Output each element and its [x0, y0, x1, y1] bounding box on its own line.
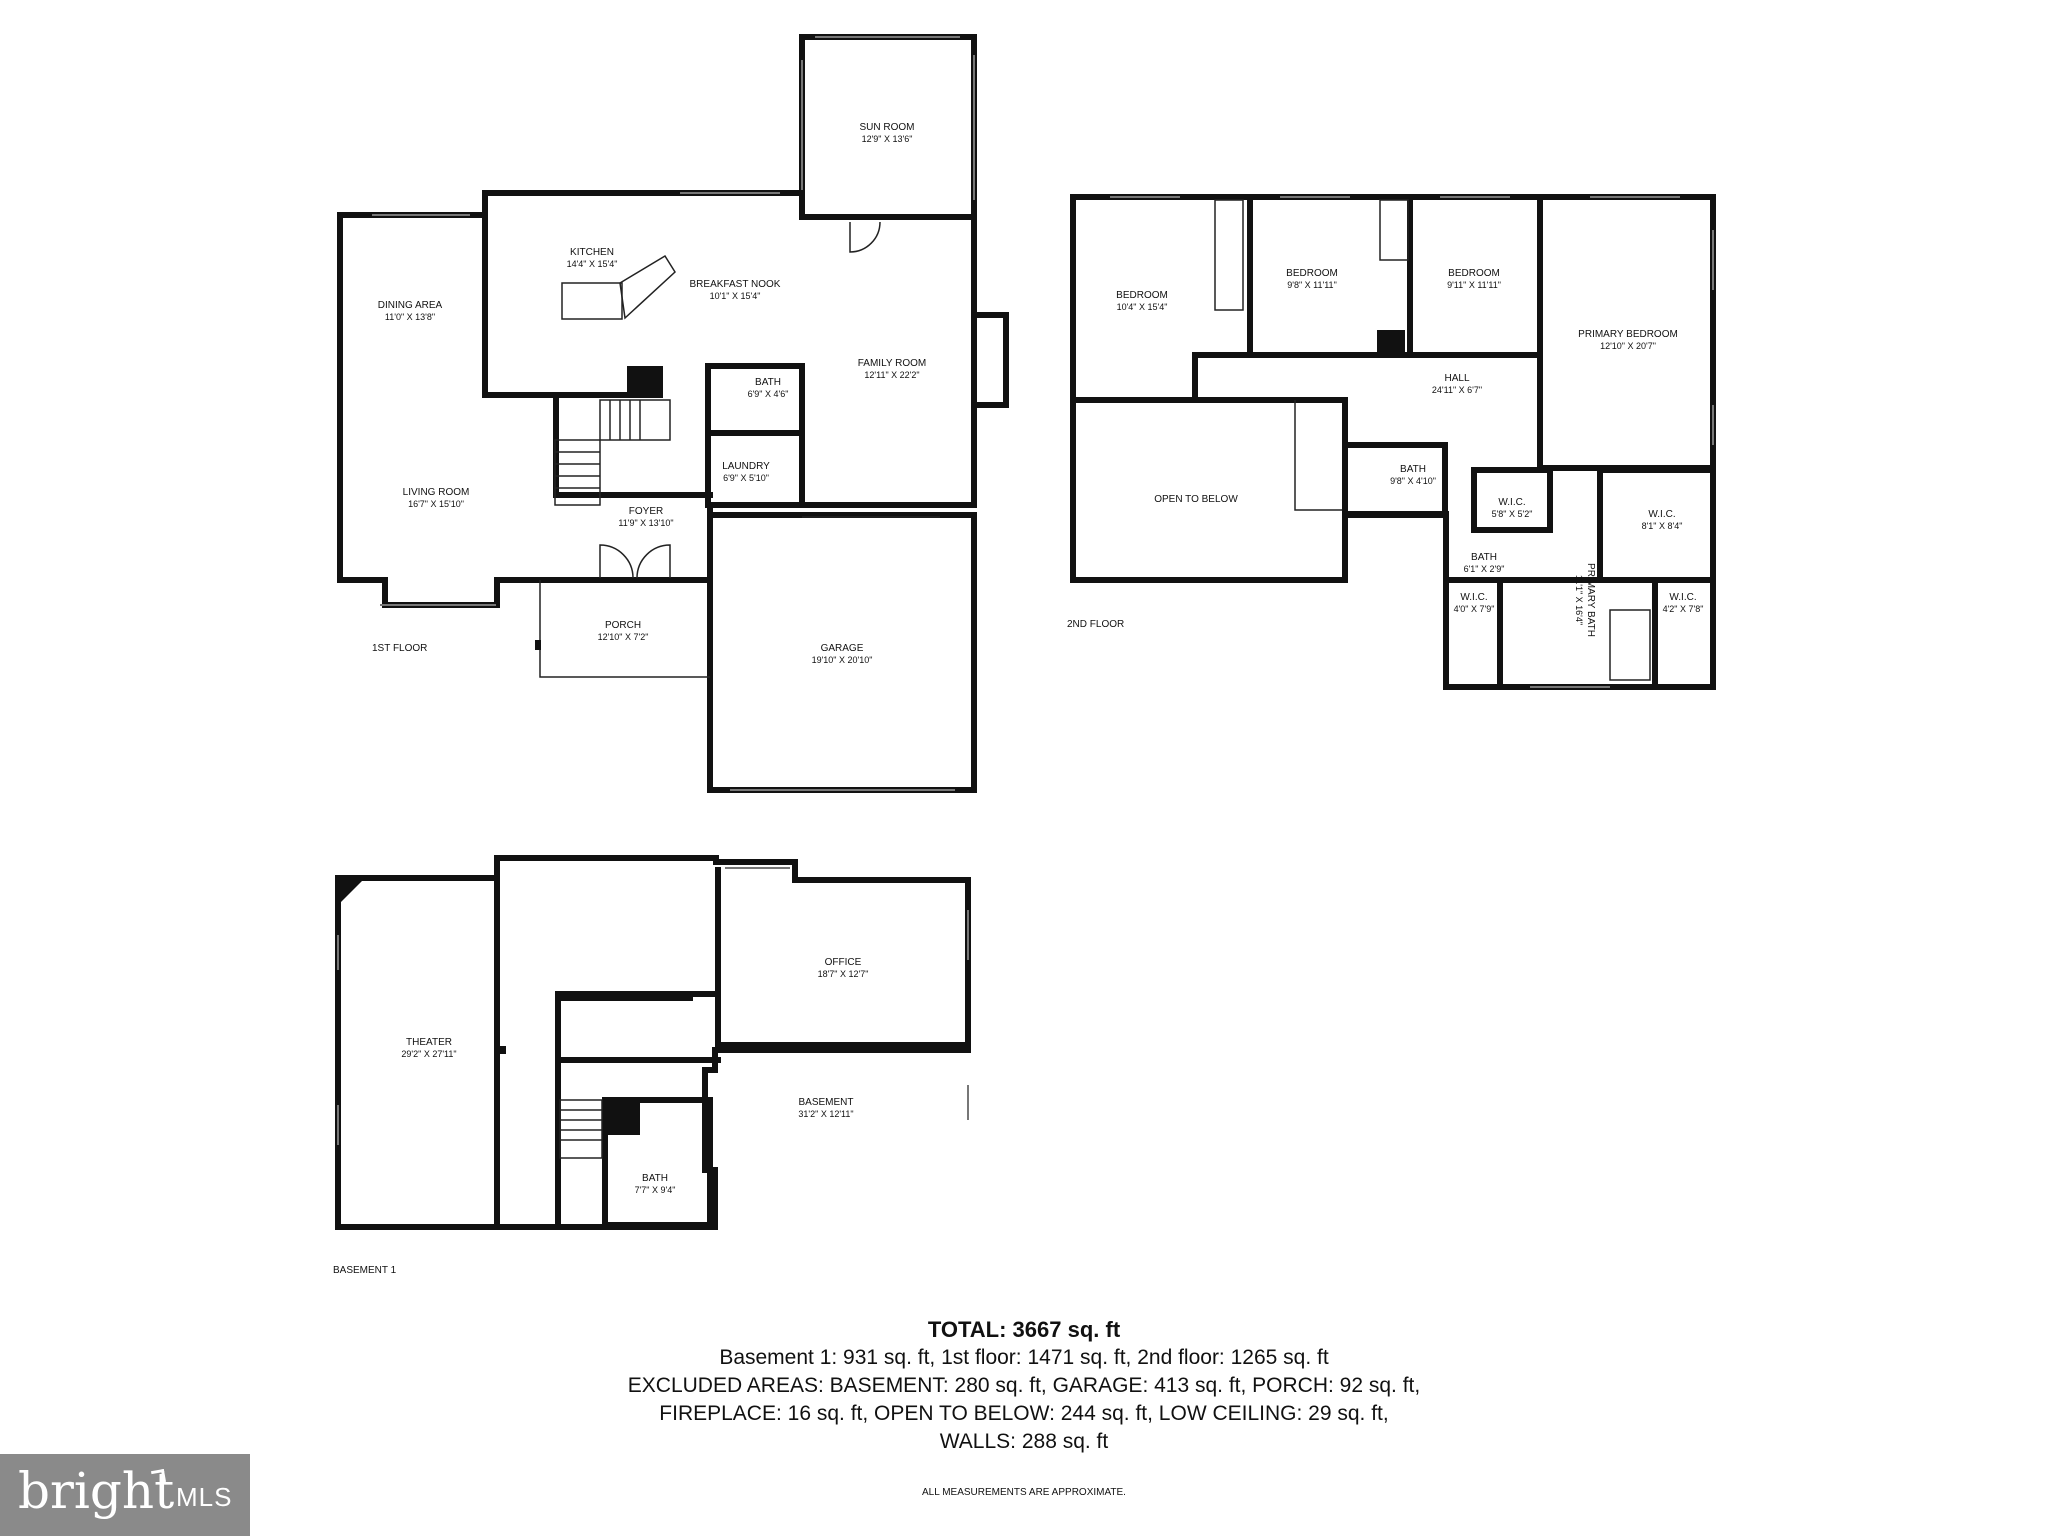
room-dims: 5'8" X 5'2": [1492, 509, 1533, 519]
floor-label-basement: BASEMENT 1: [333, 1265, 397, 1276]
logo-suffix: MLS: [176, 1482, 233, 1512]
room-name: BEDROOM: [1116, 290, 1168, 301]
room-name: BEDROOM: [1286, 268, 1338, 279]
room-dims: 6'9" X 5'10": [723, 473, 769, 483]
room-dims: 12'10" X 20'7": [1600, 341, 1656, 351]
room-dims: 11'9" X 13'10": [618, 518, 673, 528]
room-dims: 11'1" X 16'4": [1574, 575, 1584, 625]
room-name: W.I.C.: [1648, 509, 1675, 520]
room-name: THEATER: [406, 1037, 452, 1048]
room-name: W.I.C.: [1669, 592, 1696, 603]
room-name: BATH: [755, 377, 781, 388]
excluded-areas-1: EXCLUDED AREAS: BASEMENT: 280 sq. ft, GA…: [627, 1374, 1421, 1397]
room-name: PRIMARY BATH: [1585, 563, 1596, 637]
room-dims: 9'8" X 4'10": [1390, 476, 1436, 486]
room-name: BATH: [642, 1173, 668, 1184]
room-dims: 12'10" X 7'2": [598, 632, 649, 642]
room-dims: 4'2" X 7'8": [1663, 604, 1704, 614]
area-summary: TOTAL: 3667 sq. ft Basement 1: 931 sq. f…: [524, 1316, 1524, 1456]
room-dims: 11'0" X 13'8": [385, 312, 435, 322]
excluded-areas-3: WALLS: 288 sq. ft: [939, 1430, 1109, 1453]
room-name: DINING AREA: [378, 300, 443, 311]
first-floor-outline: [337, 190, 977, 608]
room-name: W.I.C.: [1460, 592, 1487, 603]
floor-label-first: 1ST FLOOR: [372, 643, 427, 654]
room-name: BEDROOM: [1448, 268, 1500, 279]
room-dims: 18'7" X 12'7": [818, 969, 869, 979]
measurement-disclaimer: ALL MEASUREMENTS ARE APPROXIMATE.: [922, 1487, 1126, 1498]
room-dims: 16'7" X 15'10": [408, 499, 464, 509]
first-floor-plan: [337, 34, 1009, 793]
room-labels: SUN ROOM 12'9" X 13'6" KITCHEN 14'4" X 1…: [333, 122, 1703, 1276]
room-dims: 12'11" X 22'2": [864, 370, 919, 380]
room-dims: 9'11" X 11'11": [1447, 280, 1501, 290]
room-dims: 6'1" X 2'9": [1464, 564, 1505, 574]
room-name: PRIMARY BEDROOM: [1578, 329, 1678, 340]
room-dims: 10'1" X 15'4": [710, 291, 761, 301]
room-name: OPEN TO BELOW: [1154, 494, 1238, 505]
room-name: BATH: [1400, 464, 1426, 475]
room-name: KITCHEN: [570, 247, 614, 258]
room-name: OFFICE: [825, 957, 862, 968]
room-name: SUN ROOM: [860, 122, 915, 133]
room-dims: 24'11" X 6'7": [1432, 385, 1482, 395]
room-name: W.I.C.: [1498, 497, 1525, 508]
room-name: FOYER: [629, 506, 663, 517]
excluded-areas-2: FIREPLACE: 16 sq. ft, OPEN TO BELOW: 244…: [659, 1402, 1389, 1425]
total-area: TOTAL: 3667 sq. ft: [927, 1317, 1121, 1342]
room-dims: 12'9" X 13'6": [862, 134, 913, 144]
fireplace: [971, 312, 1009, 408]
bright-mls-logo: bright MLS: [0, 1454, 250, 1536]
second-floor-plan: [1070, 194, 1716, 690]
room-name: LAUNDRY: [722, 461, 770, 472]
logo-wordmark: bright: [18, 1462, 175, 1520]
room-dims: 14'4" X 15'4": [567, 259, 618, 269]
room-dims: 7'7" X 9'4": [635, 1185, 676, 1195]
room-name: BASEMENT: [798, 1097, 853, 1108]
room-dims: 31'2" X 12'11": [798, 1109, 853, 1119]
room-name: GARAGE: [821, 643, 864, 654]
room-dims: 9'8" X 11'11": [1287, 280, 1337, 290]
room-name: HALL: [1444, 373, 1469, 384]
basement-outline: [494, 855, 971, 1230]
room-dims: 29'2" X 27'11": [401, 1049, 456, 1059]
floor-areas: Basement 1: 931 sq. ft, 1st floor: 1471 …: [719, 1346, 1329, 1369]
logo-check-icon: [150, 1468, 167, 1485]
basement-plan: [335, 855, 971, 1230]
room-name: FAMILY ROOM: [858, 358, 927, 369]
room-dims: 8'1" X 8'4": [1642, 521, 1683, 531]
room-name: BREAKFAST NOOK: [690, 279, 781, 290]
room-name: BATH: [1471, 552, 1497, 563]
room-dims: 4'0" X 7'9": [1454, 604, 1495, 614]
room-dims: 10'4" X 15'4": [1117, 302, 1168, 312]
room-name: LIVING ROOM: [403, 487, 470, 498]
room-dims: 6'9" X 4'6": [748, 389, 789, 399]
floor-label-second: 2ND FLOOR: [1067, 619, 1124, 630]
room-dims: 19'10" X 20'10": [812, 655, 873, 665]
room-name: PORCH: [605, 620, 641, 631]
